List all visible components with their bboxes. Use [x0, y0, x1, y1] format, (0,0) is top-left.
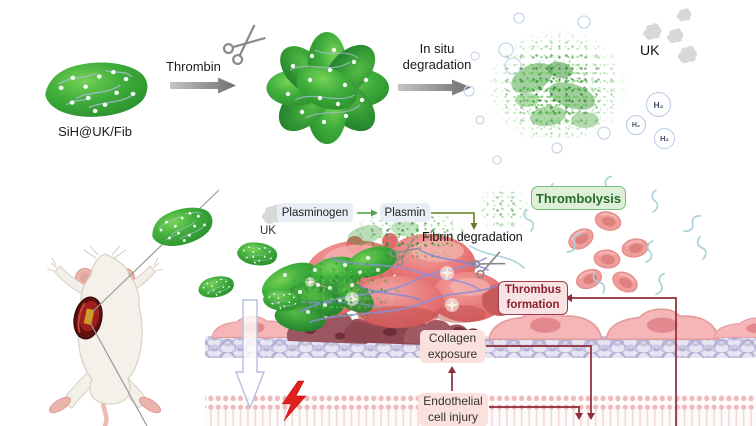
- injury-lightning-icon: [281, 380, 307, 422]
- h2-bubble: H₂: [654, 128, 675, 149]
- arrow-thrombin: [170, 77, 236, 94]
- h2-bubble: H₂: [646, 92, 671, 117]
- scissors-icon: [221, 21, 269, 67]
- endothelial-injury-badge: Endothelial cell injury: [418, 393, 488, 426]
- hydrogel-sih-uk-fib: [42, 59, 150, 120]
- thrombin-label: Thrombin: [166, 59, 221, 74]
- red-blood-cells: [564, 208, 651, 297]
- mouse: [46, 245, 164, 426]
- plasmin-chip: Plasmin: [380, 203, 430, 222]
- thrombolysis-badge: Thrombolysis: [531, 186, 626, 210]
- thrombus-formation-badge: Thrombus formation: [498, 281, 568, 315]
- plasminogen-chip: Plasminogen: [277, 203, 353, 222]
- arrow-degradation: [398, 79, 471, 96]
- h2-bubble: H₂: [626, 115, 646, 135]
- fibrin-degradation-label: Fibrin degradation: [422, 230, 523, 244]
- pathway-connectors: [451, 297, 677, 426]
- in-situ-degradation-label: In situ degradation: [402, 41, 472, 72]
- collagen-exposure-badge: Collagen exposure: [420, 330, 485, 363]
- cleaved-gel-cluster: [266, 32, 389, 144]
- pathway-arrowheads: [448, 294, 595, 420]
- down-arrow: [234, 299, 266, 410]
- uk-label-top: UK: [640, 42, 660, 58]
- gel-label: SiH@UK/Fib: [58, 124, 132, 139]
- uk-label-bottom: UK: [260, 225, 276, 237]
